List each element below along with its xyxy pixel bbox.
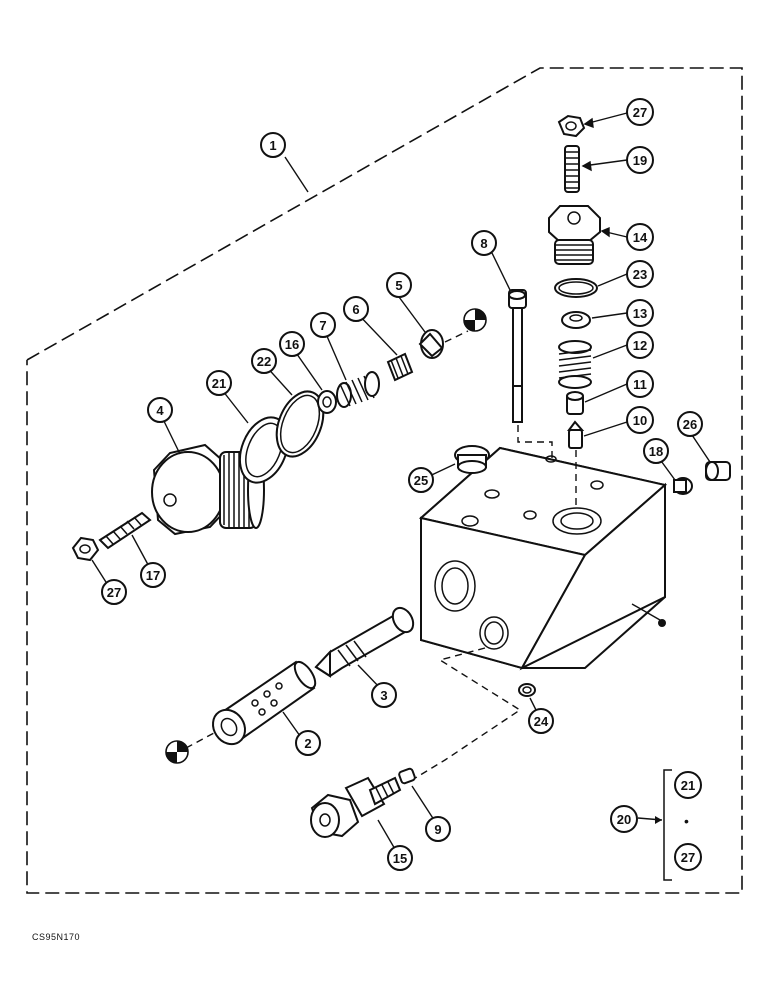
svg-text:2: 2 — [304, 736, 311, 751]
plug-18-right — [673, 477, 693, 495]
svg-text:13: 13 — [633, 306, 647, 321]
svg-text:10: 10 — [633, 413, 647, 428]
orifice-9 — [398, 767, 416, 785]
callout-1-leader — [284, 156, 309, 193]
svg-text:7: 7 — [319, 318, 326, 333]
o-ring-24 — [518, 683, 536, 697]
callout-19: 19 — [626, 146, 654, 174]
fitting-15 — [310, 776, 402, 838]
plug-25 — [454, 445, 490, 474]
svg-text:24: 24 — [534, 714, 549, 729]
callouts: 1 2 3 4 5 6 7 8 9 10 11 12 13 14 15 16 1… — [101, 98, 703, 871]
callout-16: 16 — [279, 331, 305, 357]
o-ring-22 — [275, 390, 325, 458]
washer-16 — [317, 390, 337, 414]
callout-27-left: 27 — [101, 579, 127, 605]
retainer-13 — [561, 311, 591, 329]
callout-25: 25 — [408, 467, 434, 493]
assembly-boundary — [26, 67, 743, 894]
callout-20: 20 — [610, 805, 638, 833]
callout-4: 4 — [147, 397, 173, 423]
svg-text:18: 18 — [649, 444, 663, 459]
svg-text:27: 27 — [107, 585, 121, 600]
nut-27-left — [71, 536, 100, 562]
svg-text:11: 11 — [633, 377, 647, 392]
svg-text:25: 25 — [414, 473, 428, 488]
callout-15: 15 — [387, 845, 413, 871]
svg-text:20: 20 — [617, 812, 631, 827]
plug-14 — [548, 205, 601, 265]
svg-text:9: 9 — [434, 822, 441, 837]
callout-27-top: 27 — [626, 98, 654, 126]
spring-7 — [336, 371, 380, 408]
callout-5: 5 — [386, 272, 412, 298]
callout-17: 17 — [140, 562, 166, 588]
callout-12: 12 — [626, 331, 654, 359]
callout-14: 14 — [626, 223, 654, 251]
callout-18: 18 — [643, 438, 669, 464]
svg-text:14: 14 — [633, 230, 648, 245]
figure-code: CS95N170 — [32, 932, 81, 942]
view-symbol-top — [463, 308, 487, 332]
spring-12 — [558, 340, 592, 389]
callout-13: 13 — [626, 299, 654, 327]
stud-19 — [564, 145, 580, 193]
svg-text:16: 16 — [285, 337, 299, 352]
callout-26: 26 — [677, 411, 703, 437]
poppet-11 — [566, 391, 584, 415]
kit-20-bracket: • — [637, 769, 689, 881]
svg-text:3: 3 — [380, 688, 387, 703]
pin-10 — [567, 420, 585, 449]
svg-text:8: 8 — [480, 236, 487, 251]
svg-text:12: 12 — [633, 338, 647, 353]
plug-26 — [705, 461, 731, 481]
callout-8: 8 — [471, 230, 497, 256]
nut-27-top — [557, 114, 586, 138]
svg-text:1: 1 — [269, 138, 276, 153]
poppet-5 — [418, 329, 444, 359]
callout-6: 6 — [343, 296, 369, 322]
svg-text:4: 4 — [156, 403, 164, 418]
callout-27-kit: 27 — [674, 843, 702, 871]
svg-text:19: 19 — [633, 153, 647, 168]
callout-9: 9 — [425, 816, 451, 842]
bolt-8 — [508, 289, 527, 423]
callout-3: 3 — [371, 682, 397, 708]
screw-17 — [98, 511, 152, 550]
svg-text:21: 21 — [681, 778, 695, 793]
svg-text:26: 26 — [683, 417, 697, 432]
callout-11: 11 — [626, 370, 654, 398]
callout-21-kit: 21 — [674, 771, 702, 799]
view-symbol-bottom — [165, 740, 189, 764]
svg-text:15: 15 — [393, 851, 407, 866]
callout-24: 24 — [528, 708, 554, 734]
svg-text:17: 17 — [146, 568, 160, 583]
spring-6 — [386, 352, 414, 382]
svg-text:22: 22 — [257, 354, 271, 369]
svg-text:21: 21 — [212, 376, 226, 391]
callout-7: 7 — [310, 312, 336, 338]
spool-3 — [314, 606, 415, 678]
callout-10: 10 — [626, 406, 654, 434]
callout-21-plug: 21 — [206, 370, 232, 396]
svg-text:27: 27 — [633, 105, 647, 120]
callout-23: 23 — [626, 260, 654, 288]
callout-1: 1 — [260, 132, 286, 158]
svg-text:27: 27 — [681, 850, 695, 865]
kit-range-symbol: • — [684, 813, 689, 829]
sleeve-2 — [212, 660, 317, 746]
svg-text:23: 23 — [633, 267, 647, 282]
svg-text:5: 5 — [395, 278, 402, 293]
callout-2: 2 — [295, 730, 321, 756]
valve-body — [418, 446, 668, 671]
svg-text:6: 6 — [352, 302, 359, 317]
callout-22: 22 — [251, 348, 277, 374]
